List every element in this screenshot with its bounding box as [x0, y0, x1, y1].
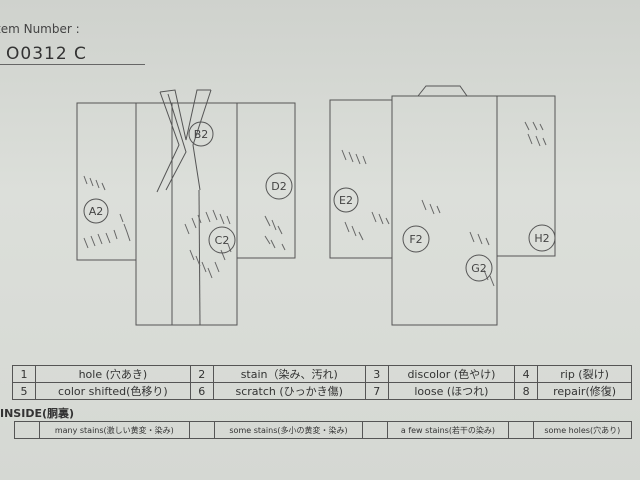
svg-text:G2: G2	[471, 262, 487, 275]
legend-num: 2	[189, 365, 214, 383]
legend-label: loose (ほつれ)	[387, 382, 516, 400]
legend-num: 5	[12, 382, 36, 400]
inside-option: many stains(激しい黄変・染み)	[39, 421, 190, 439]
damage-legend-table: 1 hole (穴あき) 2 stain（染み、汚れ) 3 discolor (…	[12, 365, 632, 400]
mark-a2: A2	[83, 198, 109, 224]
damage-hatches-front	[83, 175, 286, 279]
inside-checkbox-cell	[14, 421, 40, 439]
inside-checkbox-cell	[507, 421, 534, 439]
damage-hatches-back	[341, 121, 547, 287]
legend-num: 7	[364, 382, 389, 400]
legend-label: color shifted(色移り)	[35, 382, 191, 400]
svg-text:D2: D2	[271, 180, 286, 193]
mark-g2: G2	[465, 254, 493, 282]
inside-row: many stains(激しい黄変・染み) some stains(多小の黄変・…	[14, 421, 633, 439]
mark-h2: H2	[528, 224, 556, 252]
legend-label: repair(修復)	[537, 382, 632, 400]
legend-row: 1 hole (穴あき) 2 stain（染み、汚れ) 3 discolor (…	[12, 365, 632, 383]
legend-label: hole (穴あき)	[35, 365, 191, 383]
inside-section-title: INSIDE(胴裏)	[0, 407, 75, 420]
mark-d2: D2	[265, 172, 293, 200]
svg-text:C2: C2	[215, 234, 230, 247]
kimono-diagram: B2 A2 C2 D2 E2 F2 G2 H2	[76, 85, 556, 326]
legend-label: rip (裂け)	[537, 365, 632, 383]
kimono-back-outline	[329, 85, 556, 326]
inside-checkbox-cell	[362, 421, 389, 439]
legend-label: stain（染み、汚れ)	[212, 365, 366, 383]
mark-f2: F2	[402, 225, 430, 253]
legend-num: 6	[189, 382, 214, 400]
inside-option: a few stains(若干の染み)	[387, 421, 509, 439]
legend-num: 3	[364, 365, 389, 383]
inside-checkbox-cell	[188, 421, 215, 439]
legend-label: scratch (ひっかき傷)	[212, 382, 366, 400]
mark-e2: E2	[333, 187, 359, 213]
legend-row: 5 color shifted(色移り) 6 scratch (ひっかき傷) 7…	[12, 382, 632, 400]
mark-c2: C2	[208, 226, 236, 254]
svg-text:H2: H2	[534, 232, 549, 245]
inside-option: some holes(穴あり)	[532, 421, 633, 439]
item-number-underline	[0, 64, 145, 65]
svg-text:B2: B2	[194, 128, 209, 141]
legend-num: 8	[514, 382, 539, 400]
legend-label: discolor (色やけ)	[387, 365, 516, 383]
svg-text:A2: A2	[89, 205, 104, 218]
legend-num: 1	[12, 365, 36, 383]
inside-option: some stains(多小の黄変・染み)	[213, 421, 364, 439]
item-number-value: O0312 C	[6, 44, 87, 64]
svg-text:E2: E2	[339, 194, 353, 207]
legend-num: 4	[514, 365, 539, 383]
item-number-label: tem Number :	[0, 22, 80, 36]
svg-text:F2: F2	[409, 233, 422, 246]
kimono-front-outline	[76, 89, 296, 326]
mark-b2: B2	[188, 121, 214, 147]
inside-condition-table: many stains(激しい黄変・染み) some stains(多小の黄変・…	[14, 421, 633, 439]
